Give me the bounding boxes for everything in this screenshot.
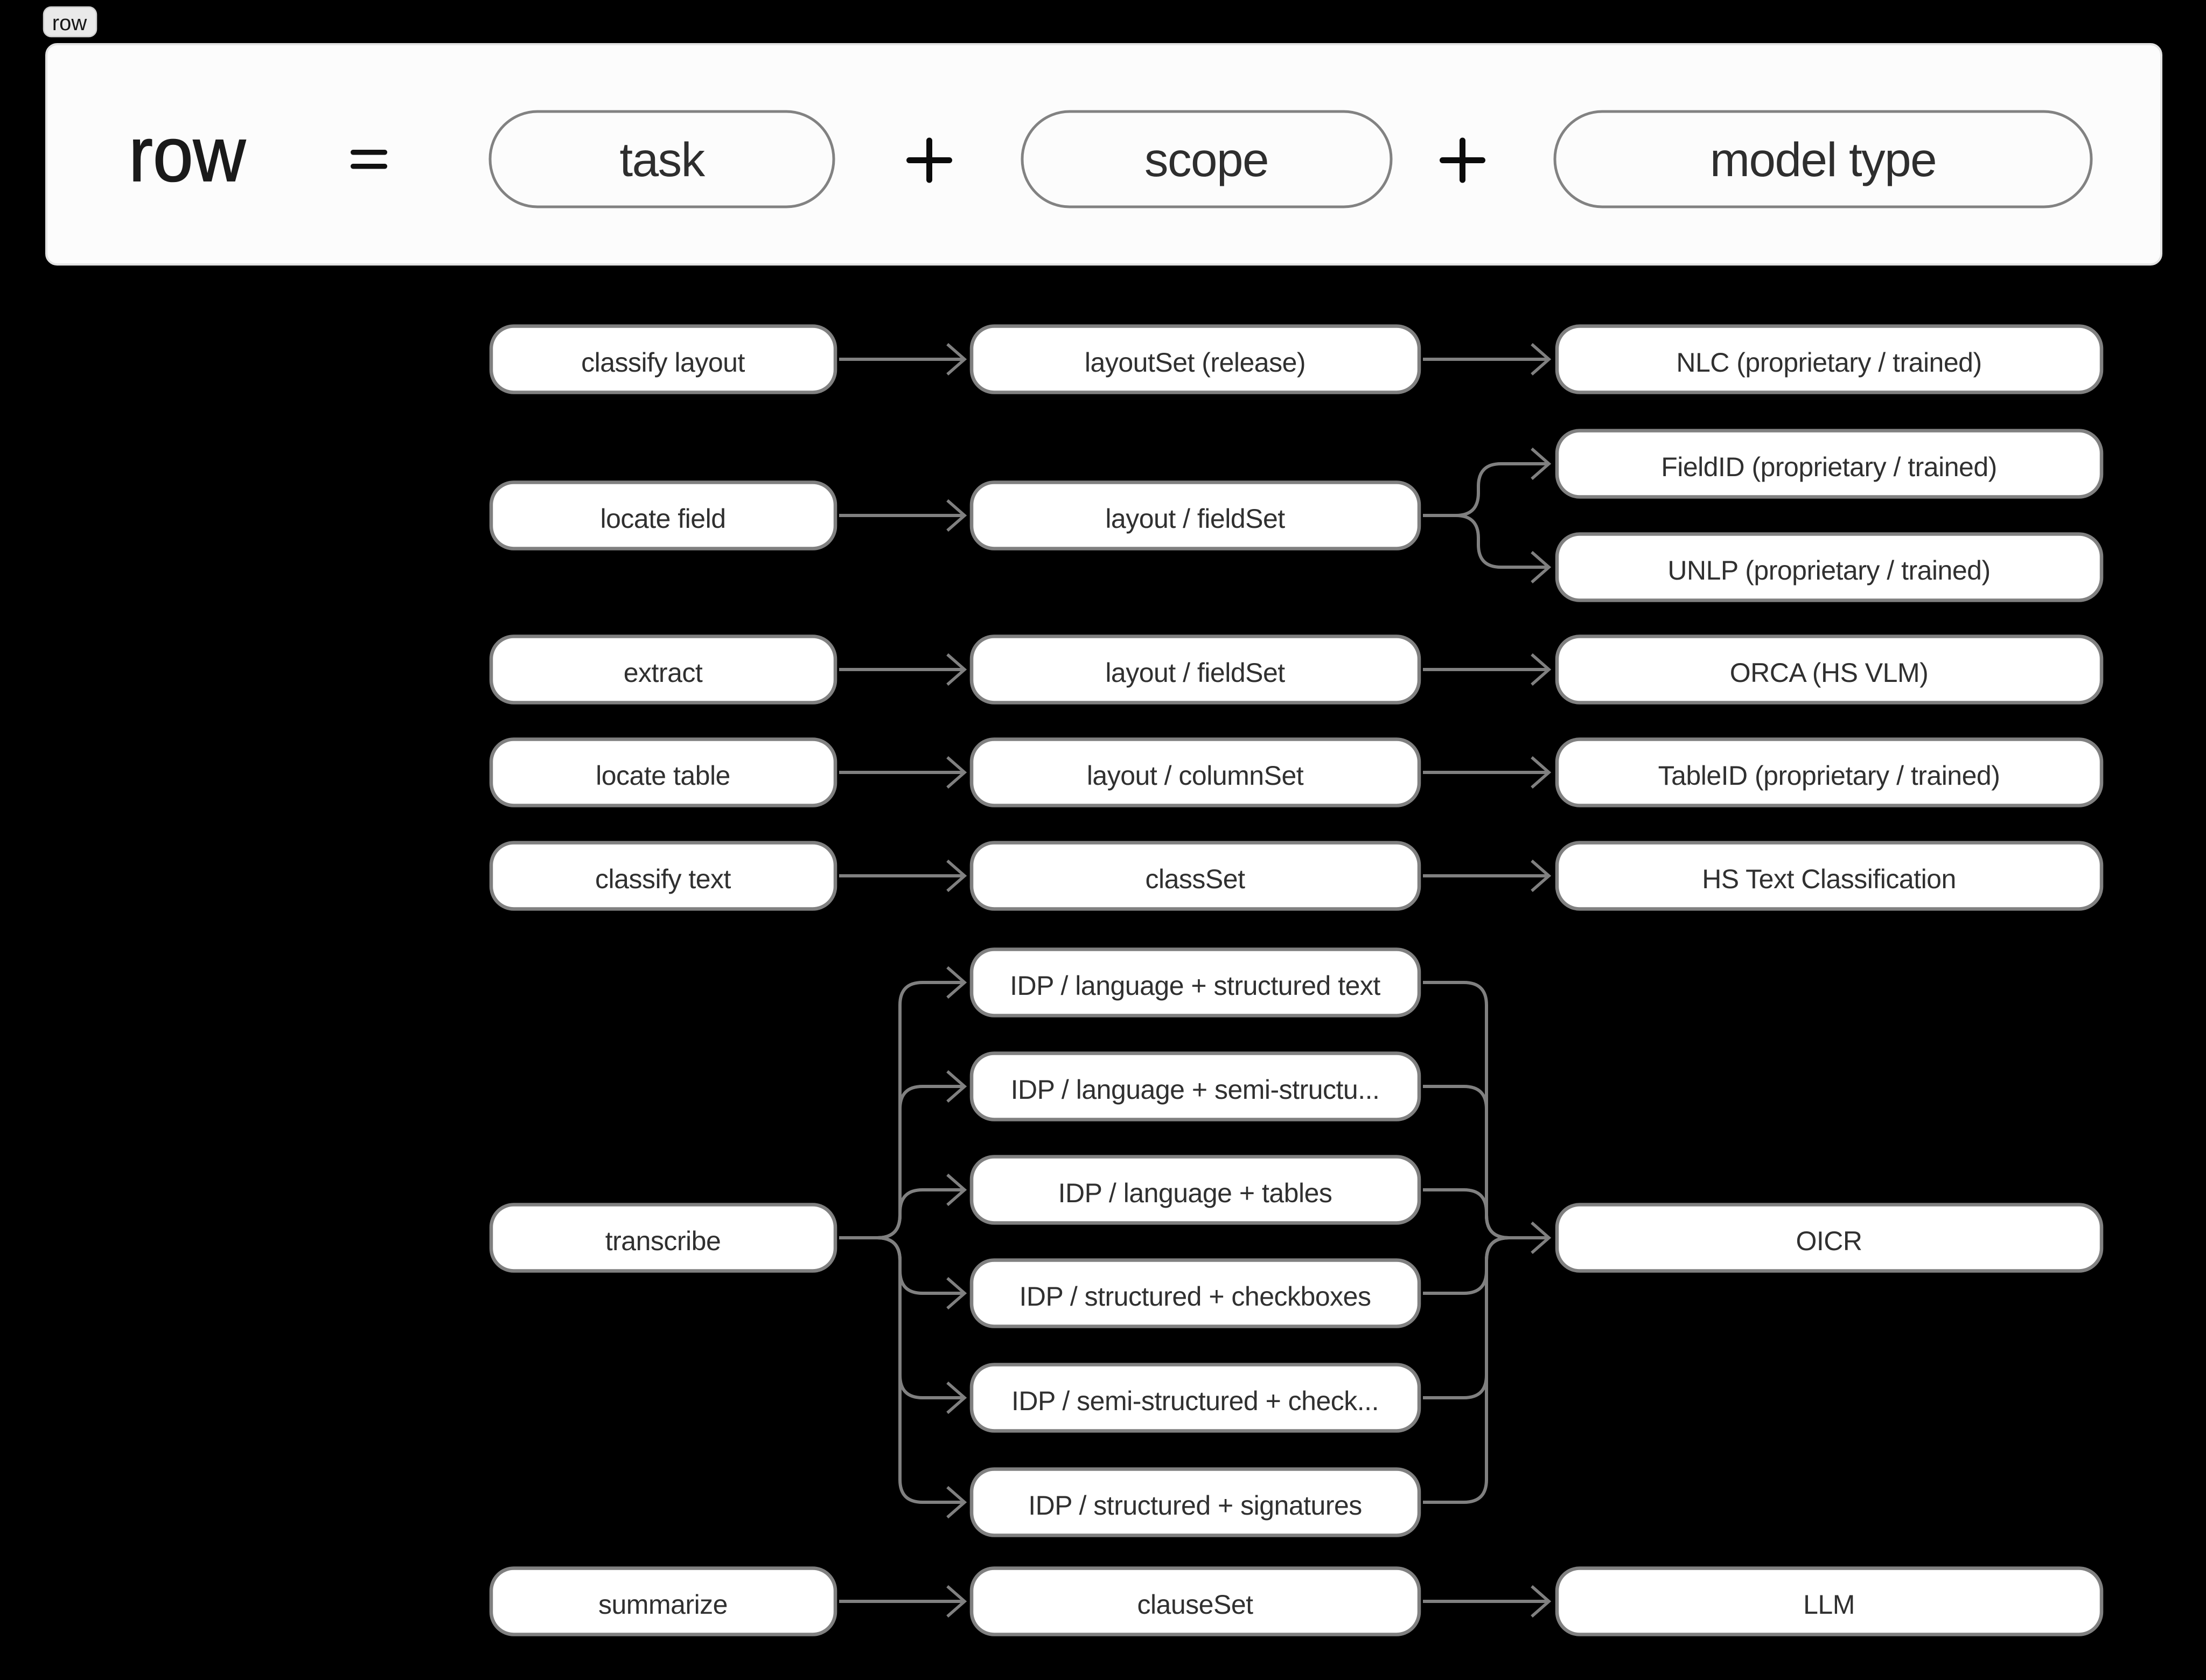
svg-text:FieldID (proprietary / trained: FieldID (proprietary / trained) [1661,452,1997,482]
svg-text:layout / fieldSet: layout / fieldSet [1105,504,1285,534]
svg-text:classSet: classSet [1146,864,1246,894]
svg-text:TableID (proprietary / trained: TableID (proprietary / trained) [1658,761,2000,791]
svg-text:IDP / language + tables: IDP / language + tables [1058,1178,1332,1208]
svg-text:ORCA (HS VLM): ORCA (HS VLM) [1730,658,1929,688]
svg-text:HS Text Classification: HS Text Classification [1702,864,1956,894]
svg-text:summarize: summarize [598,1590,728,1620]
svg-text:row: row [129,111,246,198]
svg-text:scope: scope [1144,133,1268,186]
svg-text:layout / fieldSet: layout / fieldSet [1105,658,1285,688]
svg-text:classify layout: classify layout [581,347,745,378]
svg-text:UNLP (proprietary / trained): UNLP (proprietary / trained) [1667,555,1990,585]
svg-text:OICR: OICR [1796,1226,1862,1256]
svg-text:IDP / structured + signatures: IDP / structured + signatures [1028,1490,1362,1521]
svg-text:layout / columnSet: layout / columnSet [1087,761,1304,791]
svg-text:IDP / semi-structured + check.: IDP / semi-structured + check... [1011,1386,1379,1416]
svg-text:IDP / language + semi-structu.: IDP / language + semi-structu... [1011,1075,1380,1105]
svg-text:locate field: locate field [600,504,725,534]
svg-text:layoutSet (release): layoutSet (release) [1085,347,1306,378]
svg-text:row: row [52,11,87,35]
svg-text:classify text: classify text [595,864,731,894]
svg-text:NLC (proprietary / trained): NLC (proprietary / trained) [1676,347,1981,378]
svg-text:locate table: locate table [596,761,730,791]
svg-text:model type: model type [1710,133,1936,186]
svg-text:IDP / language + structured te: IDP / language + structured text [1010,971,1380,1001]
svg-text:LLM: LLM [1803,1590,1855,1620]
svg-text:clauseSet: clauseSet [1137,1590,1253,1620]
svg-text:extract: extract [624,658,703,688]
svg-text:task: task [619,133,705,186]
svg-text:IDP / structured + checkboxes: IDP / structured + checkboxes [1020,1281,1371,1312]
svg-text:transcribe: transcribe [605,1226,721,1256]
